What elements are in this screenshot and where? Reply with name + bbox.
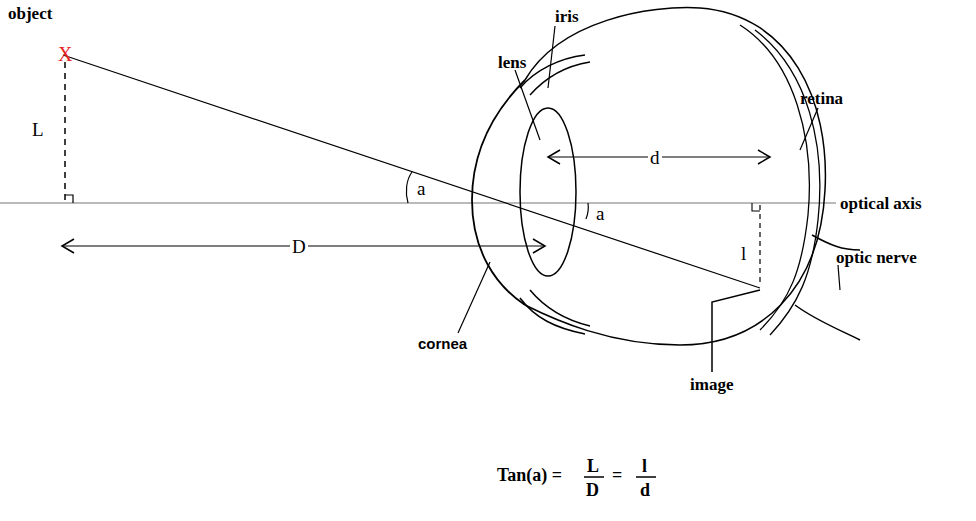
object-height bbox=[64, 62, 66, 203]
optical-axis bbox=[0, 202, 836, 203]
fraction-bar bbox=[584, 476, 604, 478]
image-leader bbox=[712, 290, 760, 372]
part-name: retina bbox=[800, 90, 843, 107]
image-height bbox=[759, 205, 760, 286]
leader-line bbox=[838, 265, 840, 290]
right-angle bbox=[752, 203, 760, 211]
formula-text: = bbox=[612, 466, 622, 484]
dimension: L bbox=[32, 120, 44, 139]
retina-arc bbox=[755, 30, 820, 335]
arrow-head bbox=[533, 239, 545, 253]
part-name: cornea bbox=[418, 336, 467, 351]
leader-line bbox=[458, 262, 490, 333]
part-name: iris bbox=[555, 8, 579, 25]
part-name: object bbox=[8, 5, 52, 22]
angle-label: a bbox=[417, 179, 425, 198]
iris-shape bbox=[520, 298, 585, 334]
object-marker: X bbox=[58, 44, 72, 64]
arrow-head bbox=[758, 150, 770, 164]
formula-text: L bbox=[587, 457, 599, 475]
part-name: lens bbox=[498, 54, 526, 71]
dimension: d bbox=[648, 148, 662, 167]
part-name: image bbox=[690, 376, 733, 393]
formula-text: Tan(a) = bbox=[497, 466, 562, 484]
iris-shape bbox=[520, 55, 585, 88]
arrow-head bbox=[62, 239, 74, 253]
leader-line bbox=[515, 70, 540, 140]
fraction-bar bbox=[636, 476, 656, 478]
arrow-head bbox=[548, 150, 560, 164]
lens-shape bbox=[520, 108, 576, 276]
formula-text: d bbox=[640, 481, 650, 499]
dimension: D bbox=[290, 237, 308, 256]
angle-arc bbox=[406, 172, 412, 203]
part-name: optic nerve bbox=[836, 249, 917, 266]
angle-label: a bbox=[596, 204, 604, 223]
angle-arc bbox=[586, 203, 588, 219]
cornea-shape bbox=[472, 80, 525, 305]
formula-text: l bbox=[642, 457, 647, 475]
axis-label: optical axis bbox=[840, 195, 922, 212]
leader-line bbox=[548, 26, 555, 88]
iris-shape bbox=[530, 62, 590, 95]
iris-shape bbox=[530, 290, 590, 326]
leader-line bbox=[800, 108, 818, 150]
dimension: l bbox=[741, 244, 746, 263]
formula-text: D bbox=[586, 481, 599, 499]
light-ray bbox=[63, 55, 760, 288]
right-angle bbox=[65, 195, 73, 203]
optic-nerve-shape bbox=[795, 305, 860, 340]
optic-nerve-shape bbox=[812, 235, 860, 250]
